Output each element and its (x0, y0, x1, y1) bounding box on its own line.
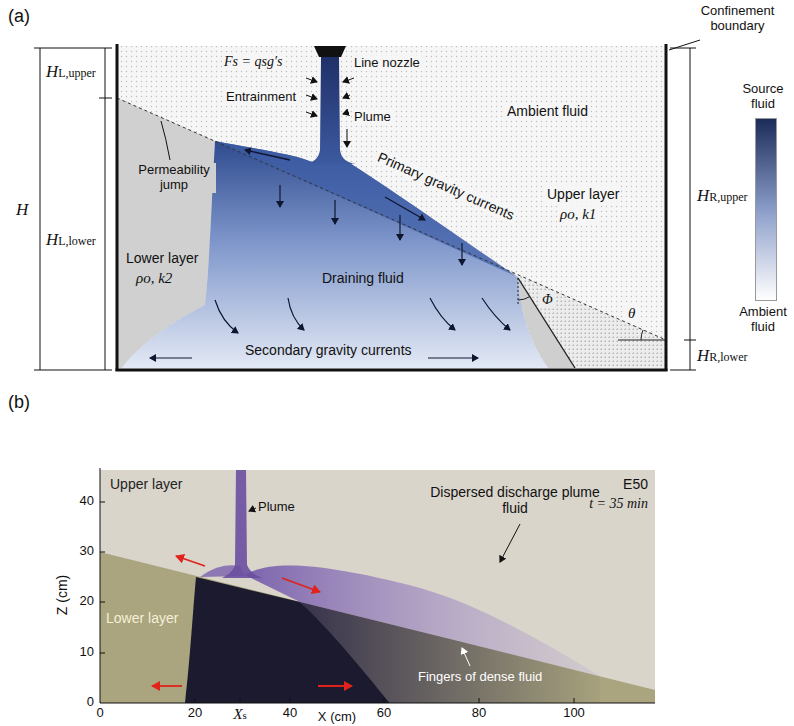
dimension-label: HR,upper (697, 186, 747, 205)
axis-tick-label: 0 (96, 706, 103, 721)
axis-tick-label: 80 (472, 706, 486, 721)
property-label: ρo, k1 (558, 206, 598, 223)
legend-label: Source fluid (734, 82, 792, 112)
equation-label: Fs = qsg′s (222, 54, 284, 70)
axis-tick-label: 0 (87, 695, 94, 710)
axis-tick-label: 100 (563, 706, 585, 721)
axis-tick-label: 60 (377, 706, 391, 721)
axis-marker-label: Xs (233, 705, 247, 723)
axis-tick-label: 20 (80, 594, 94, 609)
annotation: Line nozzle (352, 56, 422, 71)
axis-tick-label: 30 (80, 544, 94, 559)
panel-label: (a) (8, 6, 30, 27)
axis-title: Z (cm) (54, 575, 70, 615)
colorbar-segment (755, 209, 777, 301)
axis-tick-label: 40 (283, 706, 297, 721)
dimension-label: HR,lower (697, 346, 747, 365)
annotation: Dispersed discharge plume fluid (430, 484, 600, 516)
axis-tick-label: 40 (80, 494, 94, 509)
annotation: Primary gravity currents (373, 148, 518, 224)
axis-title: X (cm) (318, 710, 356, 725)
axis-tick-label: 10 (80, 645, 94, 660)
annotation: Plume (258, 500, 295, 515)
annotation: Secondary gravity currents (245, 342, 412, 358)
region-label: Upper layer (545, 186, 621, 202)
annotation: Fingers of dense fluid (418, 670, 542, 685)
axis-tick-label: 20 (188, 706, 202, 721)
region-label: Lower layer (106, 610, 178, 626)
region-label: Draining fluid (322, 270, 404, 286)
dimension-label: HL,lower (46, 230, 96, 249)
callout-label: Confinement boundary (690, 4, 785, 34)
annotation: Plume (352, 110, 393, 125)
annotation: Entrainment (224, 90, 298, 105)
time-label: t = 35 min (589, 496, 648, 512)
callout-label: Permeability jump (132, 163, 216, 193)
legend-label: Ambient fluid (734, 305, 792, 335)
experiment-label: E50 (623, 476, 648, 492)
angle-label: Φ (540, 292, 555, 308)
property-label: ρo, k2 (134, 270, 174, 287)
panel-label: (b) (8, 392, 30, 413)
region-label: Lower layer (124, 250, 200, 266)
angle-label: θ (626, 305, 637, 322)
dimension-label: H (16, 200, 28, 220)
region-label: Ambient fluid (505, 103, 590, 119)
dimension-label: HL,upper (46, 62, 96, 81)
region-label: Upper layer (110, 476, 182, 492)
colorbar-segment (755, 118, 777, 210)
